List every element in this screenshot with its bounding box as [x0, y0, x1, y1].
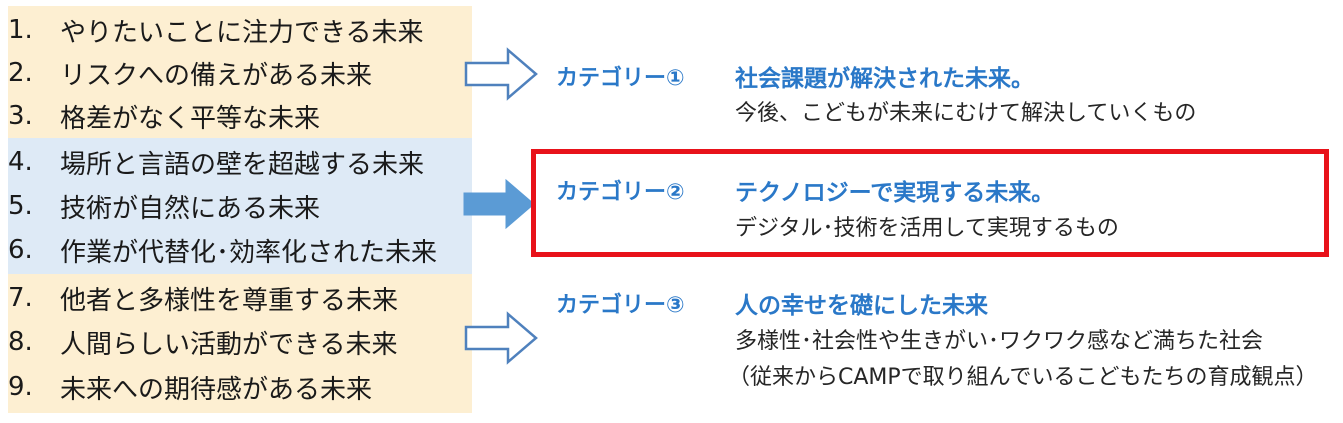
item-text: リスクへの備えがある未来	[60, 60, 373, 91]
list-item: 2. リスクへの備えがある未来	[8, 51, 372, 95]
filled-arrow-right-icon	[462, 176, 540, 232]
outline-arrow-right-icon	[462, 310, 540, 366]
category-3-description-line-1: 多様性･社会性や生きがい･ワクワク感など満ちた社会	[735, 329, 1264, 354]
category-2-label: カテゴリー②	[556, 180, 685, 205]
item-text: 技術が自然にある未来	[60, 193, 321, 224]
category-3-label: カテゴリー③	[556, 293, 685, 318]
category-2-description: デジタル･技術を活用して実現するもの	[735, 216, 1119, 241]
item-number: 4.	[8, 147, 33, 177]
category-3-title: 人の幸せを礎にした未来	[735, 293, 988, 319]
future-group-1: 1. やりたいことに注力できる未来 2. リスクへの備えがある未来 3. 格差が…	[8, 6, 472, 138]
item-text: 未来への期待感がある未来	[60, 374, 373, 405]
item-text: 人間らしい活動ができる未来	[60, 329, 398, 360]
future-group-2: 4. 場所と言語の壁を超越する未来 5. 技術が自然にある未来 6. 作業が代替…	[8, 138, 472, 274]
category-2-title: テクノロジーで実現する未来。	[735, 180, 1055, 206]
category-1-title: 社会課題が解決された未来。	[735, 66, 1034, 92]
item-number: 9.	[8, 372, 33, 402]
item-text: 他者と多様性を尊重する未来	[60, 285, 399, 316]
list-item: 1. やりたいことに注力できる未来	[8, 8, 423, 52]
item-text: やりたいことに注力できる未来	[60, 17, 424, 48]
list-item: 7. 他者と多様性を尊重する未来	[8, 276, 398, 320]
item-text: 作業が代替化･効率化された未来	[60, 237, 438, 268]
item-number: 2.	[8, 58, 33, 88]
list-item: 6. 作業が代替化･効率化された未来	[8, 228, 437, 272]
item-number: 1.	[8, 15, 33, 45]
future-group-3: 7. 他者と多様性を尊重する未来 8. 人間らしい活動ができる未来 9. 未来へ…	[8, 274, 472, 413]
list-item: 5. 技術が自然にある未来	[8, 184, 320, 228]
list-item: 3. 格差がなく平等な未来	[8, 94, 320, 138]
item-text: 格差がなく平等な未来	[60, 103, 321, 134]
category-1-description: 今後、こどもが未来にむけて解決していくもの	[735, 101, 1197, 126]
category-1-label: カテゴリー①	[556, 66, 685, 91]
category-3-description-line-2: （従来からCAMPで取り組んでいるこどもたちの育成観点）	[728, 365, 1318, 390]
list-item: 8. 人間らしい活動ができる未来	[8, 320, 397, 364]
item-text: 場所と言語の壁を超越する未来	[60, 149, 425, 180]
item-number: 8.	[8, 327, 33, 357]
list-item: 4. 場所と言語の壁を超越する未来	[8, 140, 424, 184]
item-number: 3.	[8, 101, 33, 131]
list-item: 9. 未来への期待感がある未来	[8, 365, 372, 409]
outline-arrow-right-icon	[462, 46, 540, 102]
item-number: 7.	[8, 283, 33, 313]
highlight-box	[531, 149, 1329, 257]
item-number: 6.	[8, 235, 33, 265]
item-number: 5.	[8, 191, 33, 221]
